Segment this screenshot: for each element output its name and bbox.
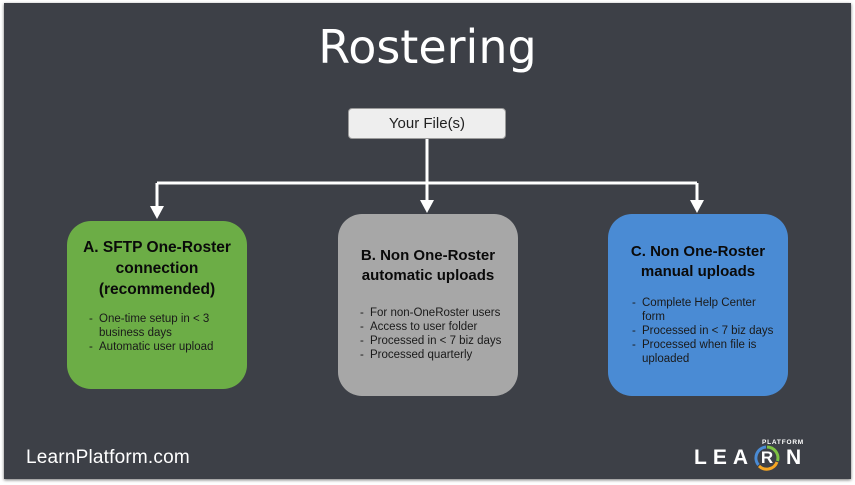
option-a-box: A. SFTP One-Roster connection (recommend… — [67, 221, 247, 389]
option-c-box: C. Non One-Roster manual uploads Complet… — [608, 214, 788, 396]
your-files-node: Your File(s) — [348, 108, 506, 139]
logo-letters-post: N — [786, 446, 808, 469]
list-item: Automatic user upload — [89, 340, 235, 354]
option-b-bullets: For non-OneRoster users Access to user f… — [350, 306, 506, 362]
connector-lines — [150, 139, 704, 219]
list-item: Access to user folder — [360, 320, 506, 334]
arrowhead-b — [420, 200, 434, 213]
logo-letters-pre: LEA — [694, 446, 754, 469]
logo-platform-text: PLATFORM — [762, 439, 805, 446]
logo-ring-letter: R — [760, 448, 774, 467]
footer-url: LearnPlatform.com — [26, 447, 190, 468]
learnplatform-logo: PLATFORM LEA R N — [694, 435, 824, 473]
list-item: Processed quarterly — [360, 348, 506, 362]
list-item: One-time setup in < 3 business days — [89, 312, 235, 340]
list-item: Processed in < 7 biz days — [632, 324, 776, 338]
list-item: Complete Help Center form — [632, 296, 776, 324]
arrowhead-c — [690, 200, 704, 213]
option-c-bullets: Complete Help Center form Processed in <… — [620, 296, 776, 366]
slide-title: Rostering — [318, 20, 537, 74]
logo-ring-icon: R — [754, 445, 780, 471]
option-c-title: C. Non One-Roster manual uploads — [630, 243, 766, 280]
arrowhead-a — [150, 206, 164, 219]
option-a-bullets: One-time setup in < 3 business days Auto… — [79, 312, 235, 354]
option-b-box: B. Non One-Roster automatic uploads For … — [338, 214, 518, 396]
list-item: Processed when file is uploaded — [632, 338, 776, 366]
option-a-title: A. SFTP One-Roster connection (recommend… — [83, 239, 231, 298]
option-b-title: B. Non One-Roster automatic uploads — [360, 247, 496, 284]
logo-wordmark: LEA R N — [694, 445, 807, 471]
list-item: Processed in < 7 biz days — [360, 334, 506, 348]
slide: Rostering Your File(s) A. SFTP One-Roste… — [4, 3, 851, 479]
list-item: For non-OneRoster users — [360, 306, 506, 320]
